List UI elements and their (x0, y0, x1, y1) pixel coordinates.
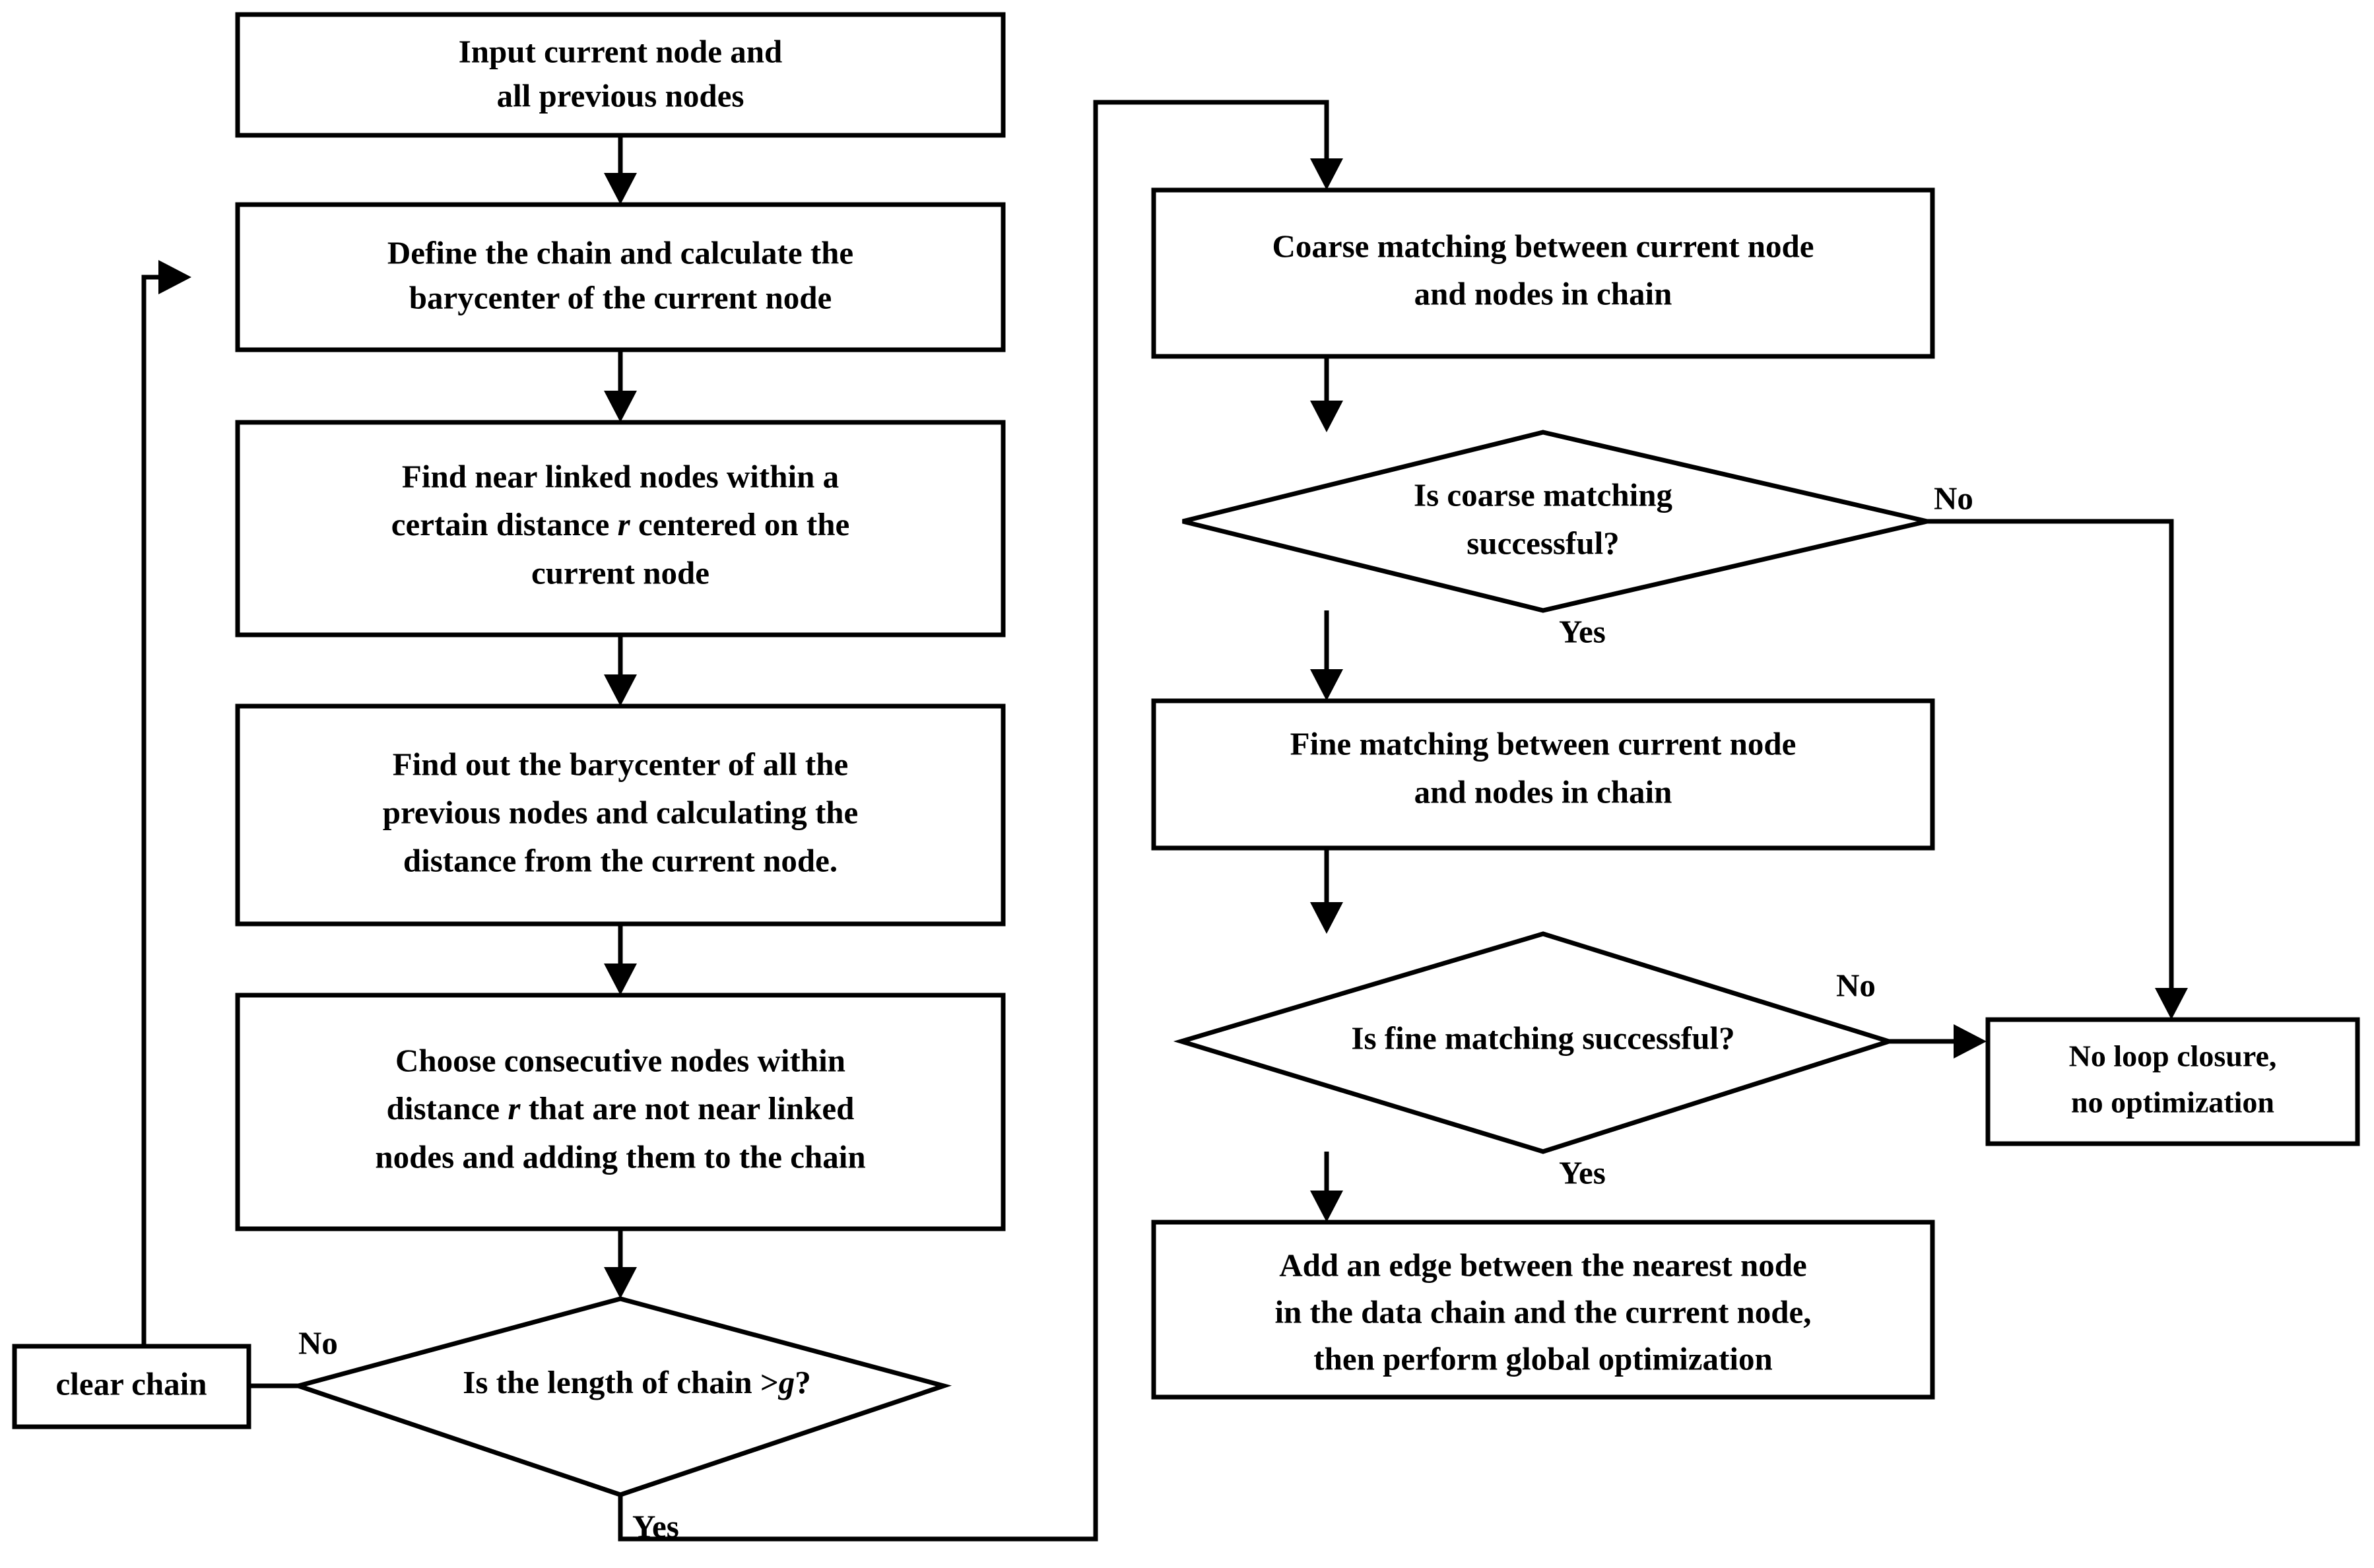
node-no-loop-closure-line2: no optimization (2071, 1086, 2274, 1119)
connector-fine-to-finecheck (1310, 848, 1343, 934)
node-find-near-linked-line2: certain distance r centered on the (391, 506, 850, 542)
node-fine-check[interactable]: Is fine matching successful? (1173, 931, 1897, 1154)
connector-finecheck-yes-to-addedge (1310, 1152, 1343, 1222)
connector-input-to-define (604, 135, 637, 205)
node-choose-consecutive-line2: distance r that are not near linked (387, 1090, 855, 1127)
connector-coarsecheck-yes-to-fine (1310, 610, 1343, 701)
node-no-loop-closure[interactable]: No loop closure, no optimization (1985, 1017, 2360, 1146)
node-add-edge-line1: Add an edge between the nearest node (1279, 1247, 1806, 1283)
connector-coarse-to-coarsecheck (1310, 356, 1343, 432)
connector-findnear-to-barycenter (604, 635, 637, 706)
node-add-edge[interactable]: Add an edge between the nearest node in … (1151, 1220, 1935, 1400)
connector-clearchain-to-define (141, 260, 191, 1346)
node-no-loop-closure-line1: No loop closure, (2069, 1039, 2277, 1073)
node-choose-consecutive-line3: nodes and adding them to the chain (375, 1138, 865, 1175)
node-find-near-linked[interactable]: Find near linked nodes within a certain … (235, 420, 1006, 637)
node-coarse-check[interactable]: Is coarse matching successful? (1182, 430, 1928, 613)
node-fine-matching-line2: and nodes in chain (1414, 773, 1672, 810)
node-input-line2: all previous nodes (497, 77, 744, 114)
edge-label-length-yes: Yes (632, 1508, 679, 1544)
node-find-near-linked-line3: current node (531, 554, 709, 591)
node-coarse-matching[interactable]: Coarse matching between current node and… (1151, 187, 1935, 359)
connector-define-to-findnear (604, 350, 637, 422)
node-clear-chain-label: clear chain (55, 1365, 207, 1402)
node-length-check-label: Is the length of chain >g? (463, 1364, 811, 1400)
connector-choose-to-lengthcheck (604, 1229, 637, 1299)
node-fine-matching-line1: Fine matching between current node (1290, 725, 1797, 762)
edge-label-fine-no: No (1836, 967, 1876, 1003)
edge-label-coarse-no: No (1934, 480, 1973, 516)
node-add-edge-line2: in the data chain and the current node, (1274, 1293, 1811, 1330)
node-input-line1: Input current node and (459, 33, 783, 69)
connector-finecheck-no-to-noloop (1889, 1024, 1987, 1059)
node-fine-matching[interactable]: Fine matching between current node and n… (1151, 698, 1935, 851)
node-find-barycenter-line3: distance from the current node. (403, 842, 838, 878)
node-input[interactable]: Input current node and all previous node… (235, 12, 1006, 138)
node-find-near-linked-line1: Find near linked nodes within a (402, 458, 839, 494)
edge-label-coarse-yes: Yes (1559, 613, 1606, 649)
node-define-chain-line1: Define the chain and calculate the (387, 234, 853, 271)
node-find-barycenter[interactable]: Find out the barycenter of all the previ… (235, 703, 1006, 927)
node-choose-consecutive-line1: Choose consecutive nodes within (395, 1042, 845, 1078)
connector-lengthcheck-yes-to-coarse (618, 100, 1343, 1542)
node-define-chain[interactable]: Define the chain and calculate the baryc… (235, 202, 1006, 352)
node-clear-chain[interactable]: clear chain (12, 1344, 251, 1429)
node-find-barycenter-line1: Find out the barycenter of all the (393, 746, 848, 782)
node-add-edge-line3: then perform global optimization (1313, 1340, 1772, 1377)
node-fine-check-label: Is fine matching successful? (1351, 1020, 1734, 1056)
node-choose-consecutive[interactable]: Choose consecutive nodes within distance… (235, 993, 1006, 1231)
node-coarse-check-line1: Is coarse matching (1414, 476, 1672, 513)
node-coarse-matching-line1: Coarse matching between current node (1272, 228, 1814, 264)
node-find-barycenter-line2: previous nodes and calculating the (383, 794, 859, 830)
node-coarse-matching-line2: and nodes in chain (1414, 275, 1672, 311)
edge-label-fine-yes: Yes (1559, 1154, 1606, 1191)
edge-label-length-no: No (298, 1324, 338, 1361)
node-length-check[interactable]: Is the length of chain >g? (290, 1296, 952, 1497)
node-coarse-check-line2: successful? (1467, 525, 1619, 561)
node-define-chain-line2: barycenter of the current node (409, 279, 832, 315)
connector-barycenter-to-choose (604, 924, 637, 995)
